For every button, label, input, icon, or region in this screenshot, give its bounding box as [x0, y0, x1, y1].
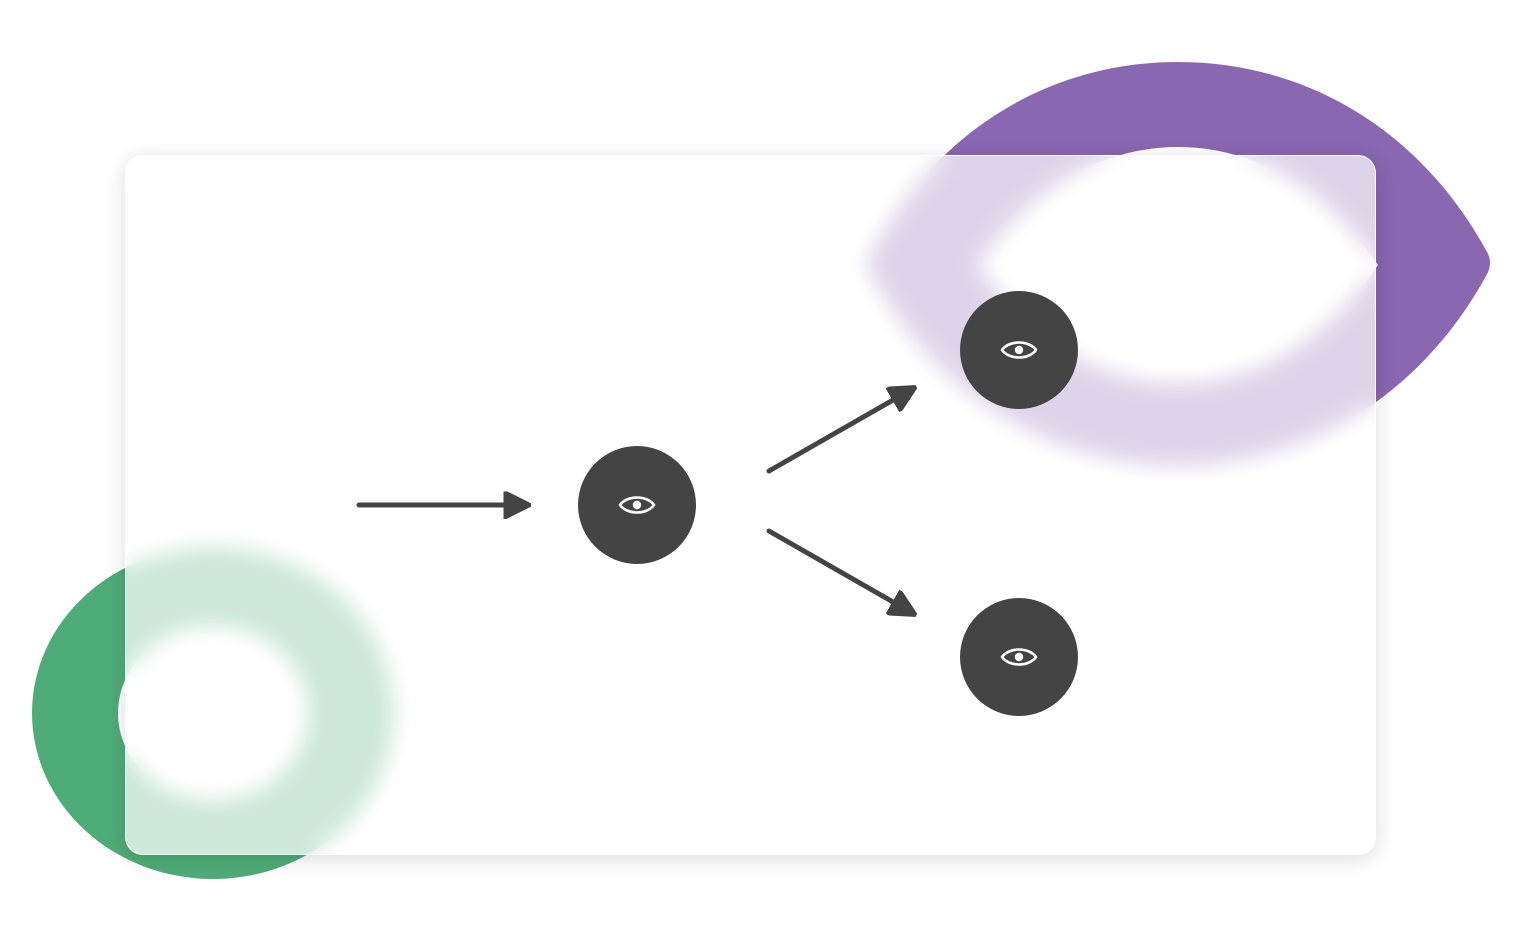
center-node[interactable]	[578, 446, 696, 564]
arrow-center-to-top-right	[766, 388, 914, 474]
bottom-right-node[interactable]	[960, 598, 1078, 716]
top-right-node[interactable]	[960, 291, 1078, 409]
diagram-card	[125, 155, 1376, 855]
arrow-center-to-bottom-right	[766, 528, 914, 614]
